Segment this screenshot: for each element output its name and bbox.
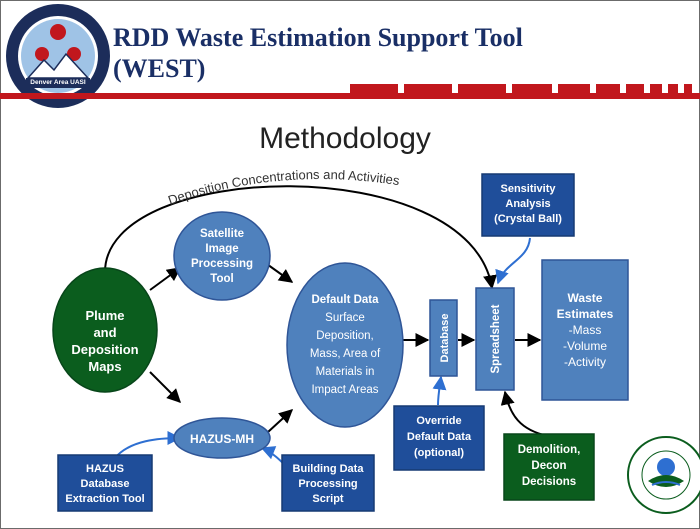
- spreadsheet-node: Spreadsheet: [475, 287, 515, 391]
- dash: [558, 84, 590, 98]
- arrow-hazus-default: [267, 409, 294, 433]
- waste-line-2: Estimates: [557, 307, 614, 321]
- plume-line-2: and: [93, 325, 116, 340]
- override-line-3: (optional): [414, 447, 464, 459]
- dash: [626, 84, 644, 98]
- waste-line-3: -Mass: [569, 323, 602, 337]
- hazus-db-line-1: HAZUS: [86, 463, 124, 475]
- hazus-db-line-2: Database: [81, 478, 130, 490]
- satellite-line-3: Processing: [191, 258, 253, 270]
- hazus-db-extraction-node: HAZUS Database Extraction Tool: [57, 454, 153, 512]
- dash: [458, 84, 506, 98]
- arc-label-path: Deposition Concentrations and Activities: [166, 167, 401, 208]
- override-line-2: Default Data: [407, 431, 472, 443]
- building-line-2: Processing: [298, 478, 357, 490]
- database-label: Database: [439, 314, 451, 363]
- dash: [404, 84, 452, 98]
- spreadsheet-label: Spreadsheet: [490, 304, 502, 373]
- dash: [596, 84, 620, 98]
- demolition-node: Demolition, Decon Decisions: [503, 433, 595, 501]
- building-line-3: Script: [312, 493, 344, 505]
- denver-uasi-logo: [6, 4, 110, 108]
- dash: [350, 84, 398, 98]
- demolition-line-2: Decon: [531, 460, 566, 472]
- epa-seal-logo: [627, 436, 700, 514]
- arrow-sensitivity-spreadsheet: [495, 237, 531, 285]
- default-data-line-1: Default Data: [311, 294, 379, 306]
- sensitivity-line-3: (Crystal Ball): [494, 213, 562, 225]
- satellite-line-1: Satellite: [200, 228, 244, 240]
- sensitivity-line-1: Sensitivity: [500, 183, 556, 195]
- arc-label: Deposition Concentrations and Activities: [166, 167, 401, 208]
- hazus-mh-label: HAZUS-MH: [190, 432, 254, 446]
- arrow-plume-hazus: [149, 371, 181, 403]
- dash: [650, 84, 662, 98]
- dash: [684, 84, 692, 98]
- waste-line-4: -Volume: [563, 339, 607, 353]
- satellite-line-2: Image: [205, 243, 238, 255]
- plume-node: Plume and Deposition Maps: [52, 267, 158, 393]
- slide-title: RDD Waste Estimation Support Tool (WEST): [113, 22, 593, 84]
- diagram-heading: Methodology: [259, 122, 431, 155]
- waste-estimates-node: Waste Estimates -Mass -Volume -Activity: [541, 259, 629, 401]
- database-node: Database: [429, 299, 458, 377]
- hazus-db-line-3: Extraction Tool: [65, 493, 144, 505]
- default-data-line-4: Mass, Area of: [310, 348, 381, 360]
- demolition-line-1: Demolition,: [518, 444, 581, 456]
- arc-arrow: [104, 185, 497, 290]
- title-line-1: RDD Waste Estimation Support Tool: [113, 23, 523, 52]
- override-line-1: Override: [416, 415, 461, 427]
- default-data-node: Default Data Surface Deposition, Mass, A…: [286, 262, 404, 428]
- plume-line-4: Maps: [88, 359, 121, 374]
- satellite-line-4: Tool: [210, 273, 233, 285]
- sensitivity-node: Sensitivity Analysis (Crystal Ball): [481, 173, 575, 237]
- plume-line-3: Deposition: [71, 342, 138, 357]
- override-node: Override Default Data (optional): [393, 405, 485, 471]
- building-data-node: Building Data Processing Script: [281, 454, 375, 512]
- satellite-node: Satellite Image Processing Tool: [173, 211, 271, 301]
- dash: [668, 84, 678, 98]
- waste-line-5: -Activity: [564, 355, 606, 369]
- header-dashes: [350, 84, 692, 98]
- hazus-mh-node: HAZUS-MH: [173, 417, 271, 459]
- demolition-line-3: Decisions: [522, 476, 576, 488]
- title-line-2: (WEST): [113, 54, 206, 83]
- default-data-line-5: Materials in: [316, 366, 375, 378]
- waste-line-1: Waste: [568, 291, 603, 305]
- plume-line-1: Plume: [85, 308, 124, 323]
- default-data-line-2: Surface: [325, 312, 365, 324]
- arrow-override-database: [432, 375, 447, 406]
- default-data-line-3: Deposition,: [316, 330, 374, 342]
- dash: [512, 84, 552, 98]
- default-data-line-6: Impact Areas: [311, 384, 378, 396]
- sensitivity-line-2: Analysis: [505, 198, 550, 210]
- arrow-plume-satellite: [149, 267, 182, 291]
- building-line-1: Building Data: [293, 463, 365, 475]
